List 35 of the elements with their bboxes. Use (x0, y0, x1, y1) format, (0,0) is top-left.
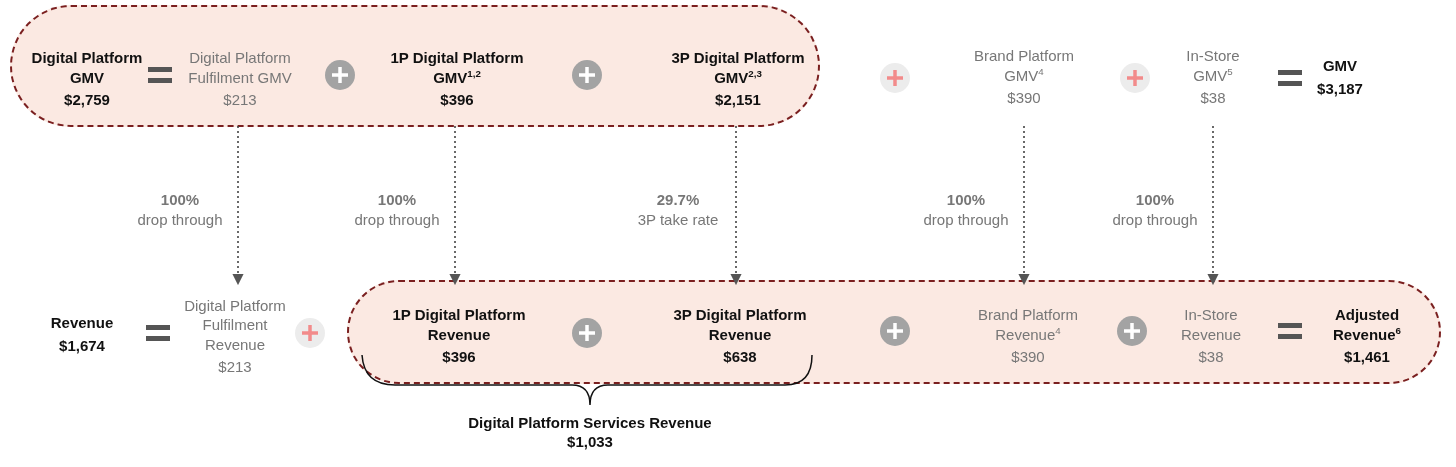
dotted-arrow (1018, 125, 1030, 286)
amount-value: $390 (1011, 347, 1045, 367)
dotted-arrow (1207, 125, 1219, 286)
amount-value: $38 (1198, 347, 1224, 367)
amount-value: $2,151 (715, 90, 761, 110)
term-label: Revenue (50, 313, 114, 333)
amount-value: $1,461 (1344, 347, 1390, 367)
term-label: GMV (1322, 56, 1358, 76)
dotted-arrow (730, 125, 742, 286)
dotted-arrow (449, 125, 461, 286)
amount-value: $396 (442, 347, 476, 367)
term-label: In-Store Revenue (1179, 305, 1242, 345)
amount-value: $396 (440, 90, 474, 110)
term-label: 1P Digital Platform Revenue (391, 305, 527, 345)
brace-label: Digital Platform Services Revenue (468, 414, 712, 432)
amount-value: $1,674 (59, 335, 105, 355)
term-label: Digital Platform GMV (30, 48, 144, 88)
amount-value: $213 (223, 90, 257, 110)
term-label: Digital Platform Fulfilment Revenue (183, 295, 287, 354)
amount-value: $3,187 (1317, 78, 1363, 98)
dotted-arrow (232, 125, 244, 286)
amount-value: $38 (1200, 88, 1226, 108)
amount-value: $638 (723, 347, 757, 367)
term-label: Digital Platform Fulfilment GMV (187, 48, 293, 88)
amount-value: $213 (218, 357, 252, 377)
brace-value: $1,033 (567, 433, 613, 451)
amount-value: $2,759 (64, 90, 110, 110)
term-label: 1P Digital Platform GMV$^{1,2}$ (389, 48, 525, 88)
term-label: Brand Platform GMV$^{4}$ (972, 46, 1075, 86)
term-label: Brand Platform Revenue$^{4}$ (976, 305, 1079, 345)
term-label: In-Store GMV$^{5}$ (1185, 46, 1241, 86)
term-label: 3P Digital Platform Revenue (672, 305, 808, 345)
term-label: 3P Digital Platform GMV$^{2,3}$ (670, 48, 806, 88)
amount-value: $390 (1007, 88, 1041, 108)
term-label: Adjusted Revenue$^{6}$ (1332, 305, 1402, 345)
